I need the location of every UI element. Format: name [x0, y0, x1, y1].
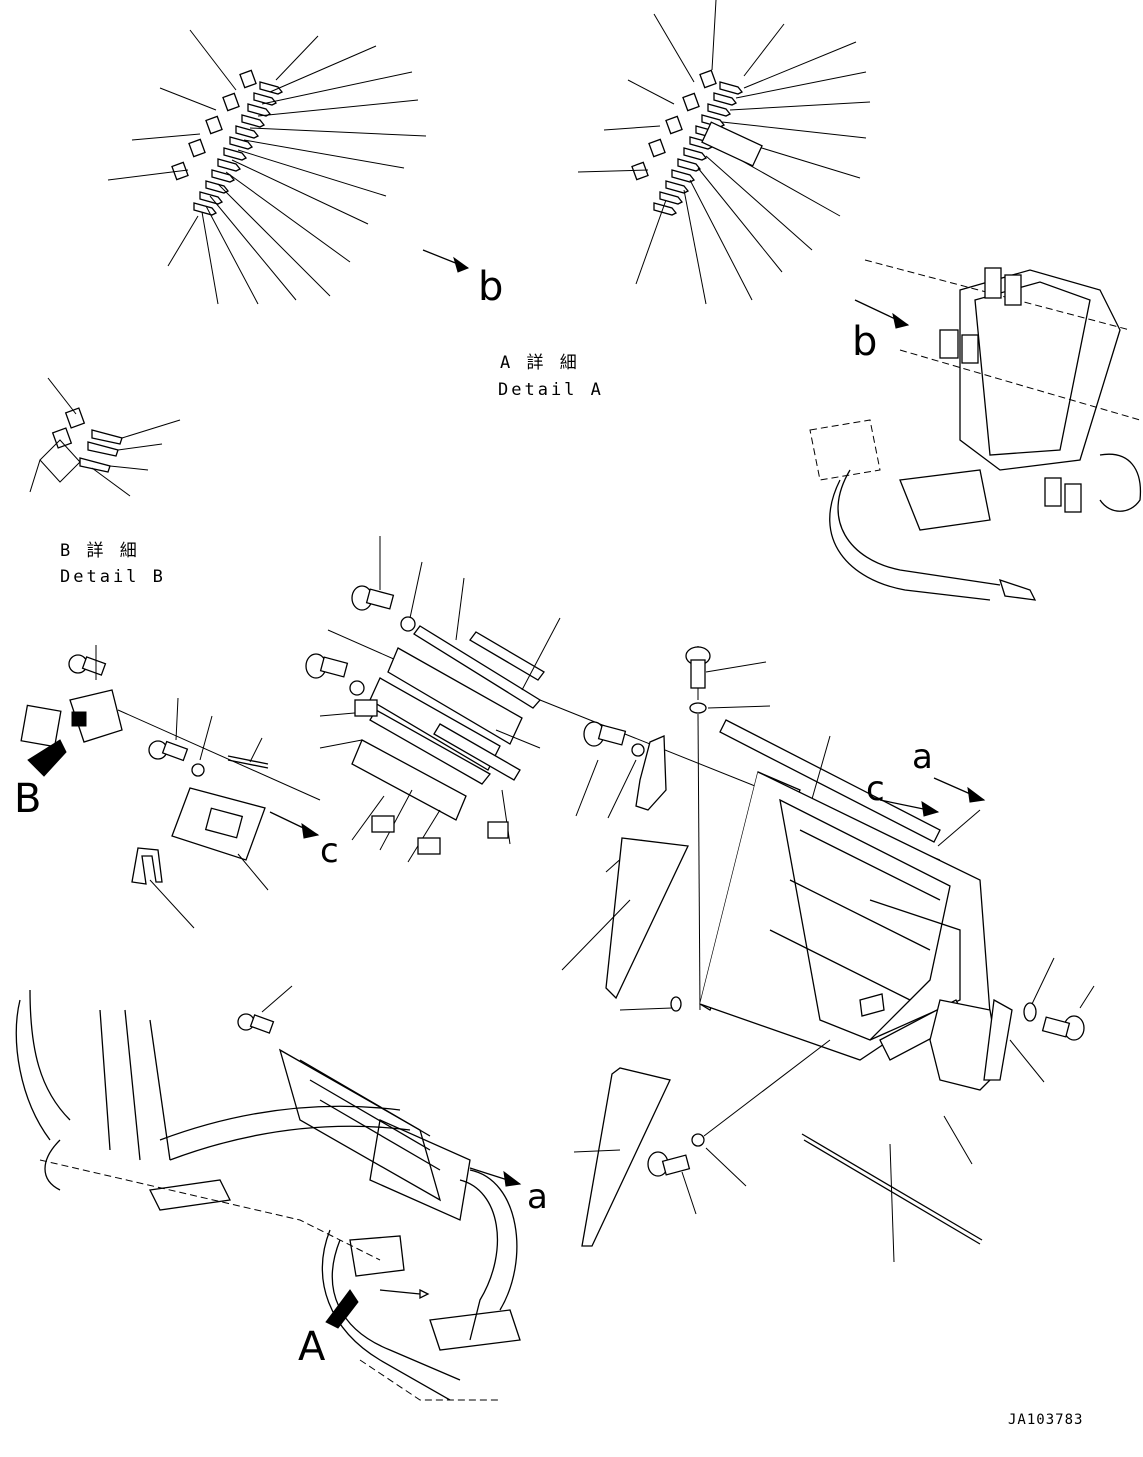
- terminal-pin: [671, 169, 696, 183]
- detail-a-title-en: Detail A: [498, 380, 604, 400]
- terminal-pin: [211, 169, 236, 183]
- detail-b-title-en: Detail B: [60, 567, 166, 587]
- detail-a-title-jp: A 詳 細: [500, 353, 580, 373]
- callout-A-view: A: [298, 1324, 326, 1370]
- terminal-pin: [229, 136, 254, 150]
- terminal-pin: [235, 125, 260, 139]
- terminal-pin: [683, 147, 708, 161]
- connector-bracket-assembly: [20, 645, 321, 929]
- callout-c-left: c: [320, 831, 339, 871]
- callout-B-view: B: [14, 776, 41, 822]
- connector-housing: [682, 92, 700, 112]
- terminal-pin: [217, 158, 242, 172]
- terminal-pin: [713, 92, 738, 106]
- connector-housing: [648, 138, 666, 158]
- terminal-pin: [193, 202, 218, 216]
- terminal-pin: [223, 147, 248, 161]
- harness-view-bottom-left: [15, 985, 522, 1401]
- view-b-arrow: [27, 739, 67, 777]
- terminal-pin: [665, 180, 690, 194]
- detail-a-right-connector-fan: [577, 0, 871, 305]
- terminal-pin: [659, 191, 684, 205]
- terminal-pin: [701, 114, 726, 128]
- detail-b-connectors: [29, 377, 181, 497]
- terminal-pin: [259, 81, 284, 95]
- detail-a-left-connector-fan: [107, 29, 470, 305]
- callout-a-bottom: a: [527, 1177, 548, 1217]
- terminal-pin: [707, 103, 732, 117]
- terminal-pin: [719, 81, 744, 95]
- drawing-code: JA103783: [1008, 1412, 1083, 1428]
- terminal-pin: [241, 114, 266, 128]
- relay-mounting-frame: [561, 646, 1095, 1263]
- callout-b-right: b: [852, 319, 877, 365]
- detail-b-title-jp: B 詳 細: [60, 541, 140, 561]
- callout-c-right: c: [866, 769, 885, 809]
- terminal-pin: [247, 103, 272, 117]
- connector-housing: [188, 138, 206, 158]
- connector-housing: [699, 69, 717, 89]
- relay-block-assembly: [305, 536, 941, 863]
- connector-housing: [222, 92, 240, 112]
- harness-view-top-right: [809, 259, 1142, 601]
- terminal-pin: [677, 158, 702, 172]
- callout-a-right: a: [912, 737, 933, 777]
- connector-housing: [205, 115, 223, 135]
- connector-housing: [239, 69, 257, 89]
- callout-b-top: b: [478, 264, 503, 310]
- connector-housing: [665, 115, 683, 135]
- connector-housing: [631, 161, 649, 181]
- terminal-pin: [653, 202, 678, 216]
- terminal-pin: [199, 191, 224, 205]
